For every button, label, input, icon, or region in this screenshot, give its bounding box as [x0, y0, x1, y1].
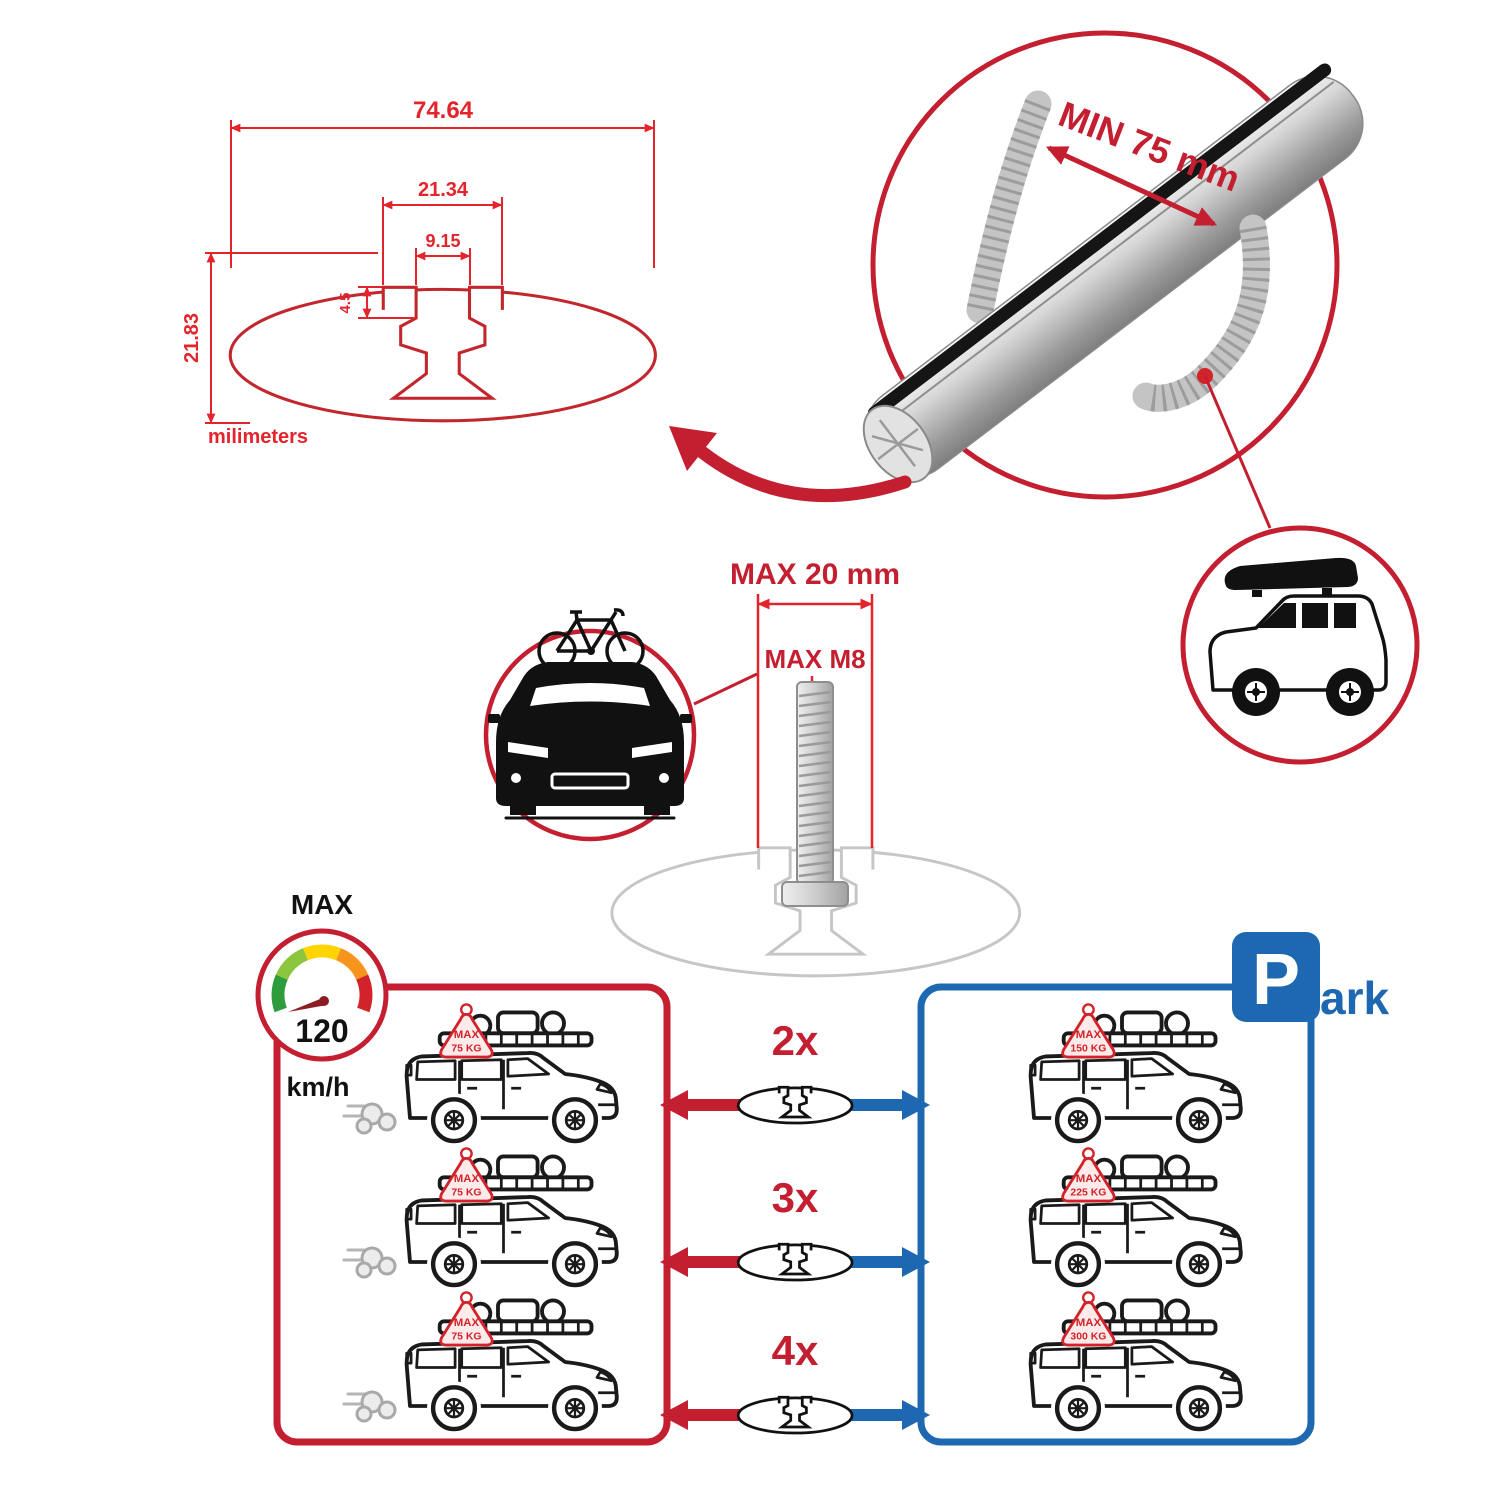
- load-badge-300: MAX 300 KG: [1061, 1290, 1116, 1347]
- min-span-arrow: [1045, 145, 1218, 227]
- car-front-inset: [483, 608, 758, 842]
- units-label: milimeters: [208, 426, 308, 448]
- arrow-left-icon: [660, 1247, 688, 1277]
- arrow-right-icon: [902, 1400, 930, 1430]
- arrow-left-icon: [660, 1090, 688, 1120]
- aluminium-crossbar: [862, 63, 1364, 484]
- suv-with-roofbox-icon: [1208, 557, 1388, 716]
- badge-weight: 225 KG: [1070, 1187, 1106, 1198]
- arrow-right-icon: [902, 1247, 930, 1277]
- badge-weight: 300 KG: [1070, 1331, 1106, 1342]
- clamp-strap-right: [1132, 214, 1270, 412]
- badge-weight: 75 KG: [451, 1331, 481, 1342]
- arrow-right-icon: [902, 1090, 930, 1120]
- bar-profile-icon-4x: [736, 1395, 854, 1435]
- t-bolt: [781, 681, 849, 907]
- badge-max-label: MAX: [454, 1173, 480, 1185]
- cross-section-dimension-diagram: 74.64 21.34 9.15 4.5 21.83 milimeters: [181, 97, 657, 448]
- park-sign-ark: ark: [1320, 972, 1389, 1024]
- badge-max-label: MAX: [454, 1317, 480, 1329]
- speed-value: 120: [295, 1013, 348, 1049]
- driving-cars: MAX 75 KG MAX 75 KG MAX 75 KG: [342, 1002, 617, 1435]
- multiplier-3x: 3x: [772, 1174, 819, 1221]
- callout-line: [1203, 375, 1272, 529]
- badge-max-label: MAX: [1076, 1317, 1102, 1329]
- dimension-total-width: 74.64: [413, 97, 474, 124]
- inset-callout-line: [693, 672, 758, 706]
- max-thread-label: MAX M8: [764, 644, 865, 674]
- load-badge-225: MAX 225 KG: [1061, 1146, 1116, 1203]
- max-bolt-width-label: MAX 20 mm: [730, 558, 900, 591]
- crossbar-profile-outline: [228, 285, 657, 423]
- speed-units: km/h: [286, 1072, 349, 1102]
- multiplier-2x: 2x: [772, 1017, 819, 1064]
- arrow-left-icon: [660, 1400, 688, 1430]
- park-sign-p: P: [1252, 940, 1300, 1020]
- speed-limit-gauge: MAX 120 km/h: [255, 889, 389, 1102]
- gauge-arc: [271, 944, 373, 1013]
- park-sign: P ark: [1232, 932, 1389, 1024]
- gauge-needle: [288, 997, 327, 1012]
- load-badge-150: MAX 150 KG: [1061, 1002, 1116, 1059]
- parked-cars: MAX 150 KG MAX 225 KG MAX 300 KG: [1031, 1002, 1241, 1435]
- badge-max-label: MAX: [1076, 1173, 1102, 1185]
- arrow-to-cross-section: [669, 426, 912, 503]
- car-front-icon: [488, 662, 692, 820]
- dimension-slot-width: 9.15: [425, 231, 460, 251]
- bar-count-rows: 2x 3x 4x: [660, 1017, 930, 1435]
- badge-max-label: MAX: [454, 1029, 480, 1041]
- dimension-lip-depth: 4.5: [337, 293, 354, 314]
- bar-profile-icon-3x: [736, 1242, 854, 1282]
- speed-max-title: MAX: [291, 889, 354, 920]
- multiplier-4x: 4x: [772, 1327, 819, 1374]
- badge-max-label: MAX: [1076, 1029, 1102, 1041]
- load-badge-75-2: MAX 75 KG: [439, 1146, 494, 1203]
- bolt-dimension-diagram: MAX 20 mm MAX M8: [610, 558, 1022, 978]
- dimension-total-height: 21.83: [181, 313, 203, 363]
- crossbar-detail-inset: MIN 75 mm: [669, 30, 1364, 529]
- load-badge-75-3: MAX 75 KG: [439, 1290, 494, 1347]
- load-badge-75-1: MAX 75 KG: [439, 1002, 494, 1059]
- dimension-lip-width: 21.34: [418, 179, 469, 201]
- badge-weight: 150 KG: [1070, 1043, 1106, 1054]
- clamp-strap-left: [966, 90, 1052, 324]
- badge-weight: 75 KG: [451, 1187, 481, 1198]
- badge-weight: 75 KG: [451, 1043, 481, 1054]
- park-sign-board: [1232, 932, 1320, 1022]
- bar-profile-icon-2x: [736, 1085, 854, 1125]
- car-roofbox-inset: [1180, 525, 1420, 765]
